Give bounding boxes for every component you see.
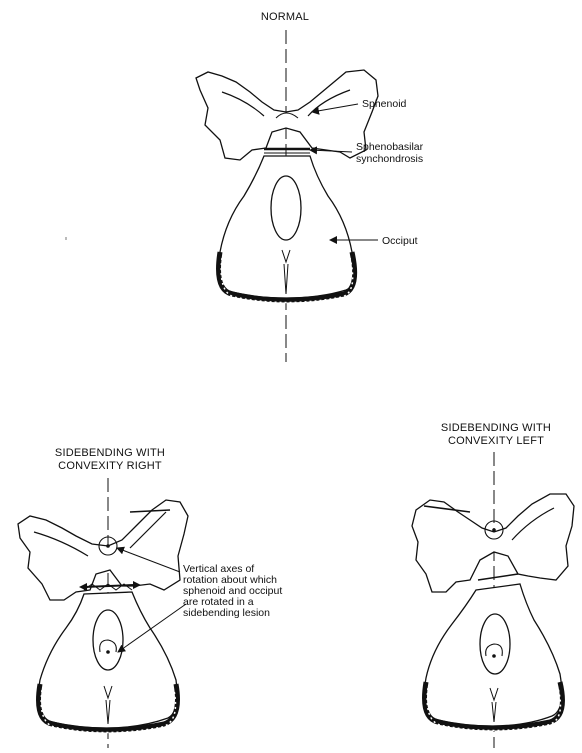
convexity-right-occiput-axis-dot xyxy=(106,650,110,654)
normal-title: NORMAL xyxy=(261,11,309,23)
convexity-right-title-1: SIDEBENDING WITH xyxy=(55,447,165,459)
normal-panel: NORMAL Sphenoid Sphenobasilar synchondro… xyxy=(196,11,424,362)
convexity-left-panel: SIDEBENDING WITH CONVEXITY LEFT xyxy=(412,422,574,748)
normal-occiput-label: Occiput xyxy=(382,235,418,247)
normal-synchondrosis-label-2: synchondrosis xyxy=(356,153,423,165)
convexity-right-panel: SIDEBENDING WITH CONVEXITY RIGHT Vertica… xyxy=(18,447,282,748)
convexity-right-title-2: CONVEXITY RIGHT xyxy=(58,460,162,472)
convexity-left-synchondrosis-line xyxy=(478,574,518,580)
convexity-left-occiput-axis-dot xyxy=(492,654,496,658)
normal-sphenoid-shape xyxy=(196,70,378,160)
convexity-left-title-2: CONVEXITY LEFT xyxy=(448,435,544,447)
normal-foramen-magnum xyxy=(271,176,301,240)
convexity-left-title-1: SIDEBENDING WITH xyxy=(441,422,551,434)
normal-sphenoid-label: Sphenoid xyxy=(362,98,407,110)
convexity-right-annotation-line-5: sidebending lesion xyxy=(183,607,270,619)
normal-synchondrosis-label-1: Sphenobasilar xyxy=(356,141,424,153)
convexity-right-sphenoid-axis-dot xyxy=(106,544,110,548)
convexity-left-sphenoid-axis-dot xyxy=(492,528,496,532)
